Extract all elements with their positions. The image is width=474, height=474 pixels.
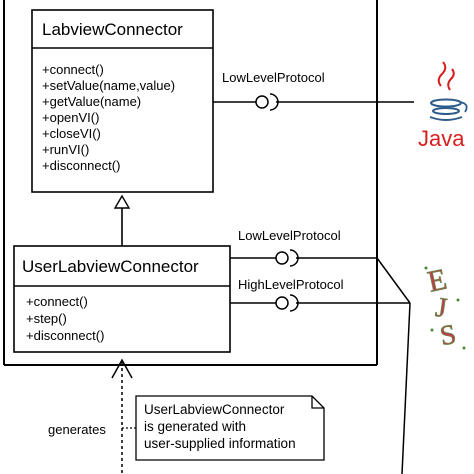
method: +connect() bbox=[42, 62, 104, 77]
java-logo-icon: Java bbox=[418, 61, 468, 151]
note-line: user-supplied information bbox=[144, 436, 296, 451]
interface-top-low-level: LowLevelProtocol bbox=[213, 70, 414, 111]
method: +connect() bbox=[26, 294, 88, 309]
note-box: UserLabviewConnector is generated with u… bbox=[122, 395, 325, 461]
method: +disconnect() bbox=[26, 328, 104, 343]
class-name-user: UserLabviewConnector bbox=[22, 257, 199, 276]
method: +openVI() bbox=[42, 110, 99, 125]
method: +runVI() bbox=[42, 142, 89, 157]
class-user-labview-connector[interactable]: UserLabviewConnector +connect() +step() … bbox=[13, 245, 231, 353]
method: +disconnect() bbox=[42, 158, 120, 173]
method: +closeVI() bbox=[42, 126, 101, 141]
method: +setValue(name,value) bbox=[42, 78, 175, 93]
class-labview-connector[interactable]: LabviewConnector +connect() +setValue(na… bbox=[31, 9, 214, 193]
ejs-letter: J bbox=[434, 292, 449, 324]
class-name-labview: LabviewConnector bbox=[42, 20, 183, 39]
interface-mid-low-level: LowLevelProtocol bbox=[230, 228, 377, 267]
method: +step() bbox=[26, 311, 67, 326]
inheritance-arrow bbox=[113, 194, 131, 246]
note-line: UserLabviewConnector bbox=[144, 402, 285, 417]
outer-frame bbox=[3, 0, 378, 366]
method: +getValue(name) bbox=[42, 94, 141, 109]
note-line: is generated with bbox=[144, 419, 246, 434]
ejs-letter: S bbox=[438, 319, 459, 352]
java-logo-text: Java bbox=[418, 126, 465, 151]
interface-label: LowLevelProtocol bbox=[222, 70, 325, 85]
ejs-connectors bbox=[376, 257, 411, 474]
ejs-logo-icon: E J S bbox=[424, 262, 466, 353]
interface-mid-high-level: HighLevelProtocol bbox=[230, 277, 410, 312]
interface-label: LowLevelProtocol bbox=[238, 228, 341, 243]
generates-label: generates bbox=[48, 422, 106, 437]
generates-dependency: generates bbox=[48, 358, 133, 474]
interface-label: HighLevelProtocol bbox=[238, 277, 344, 292]
